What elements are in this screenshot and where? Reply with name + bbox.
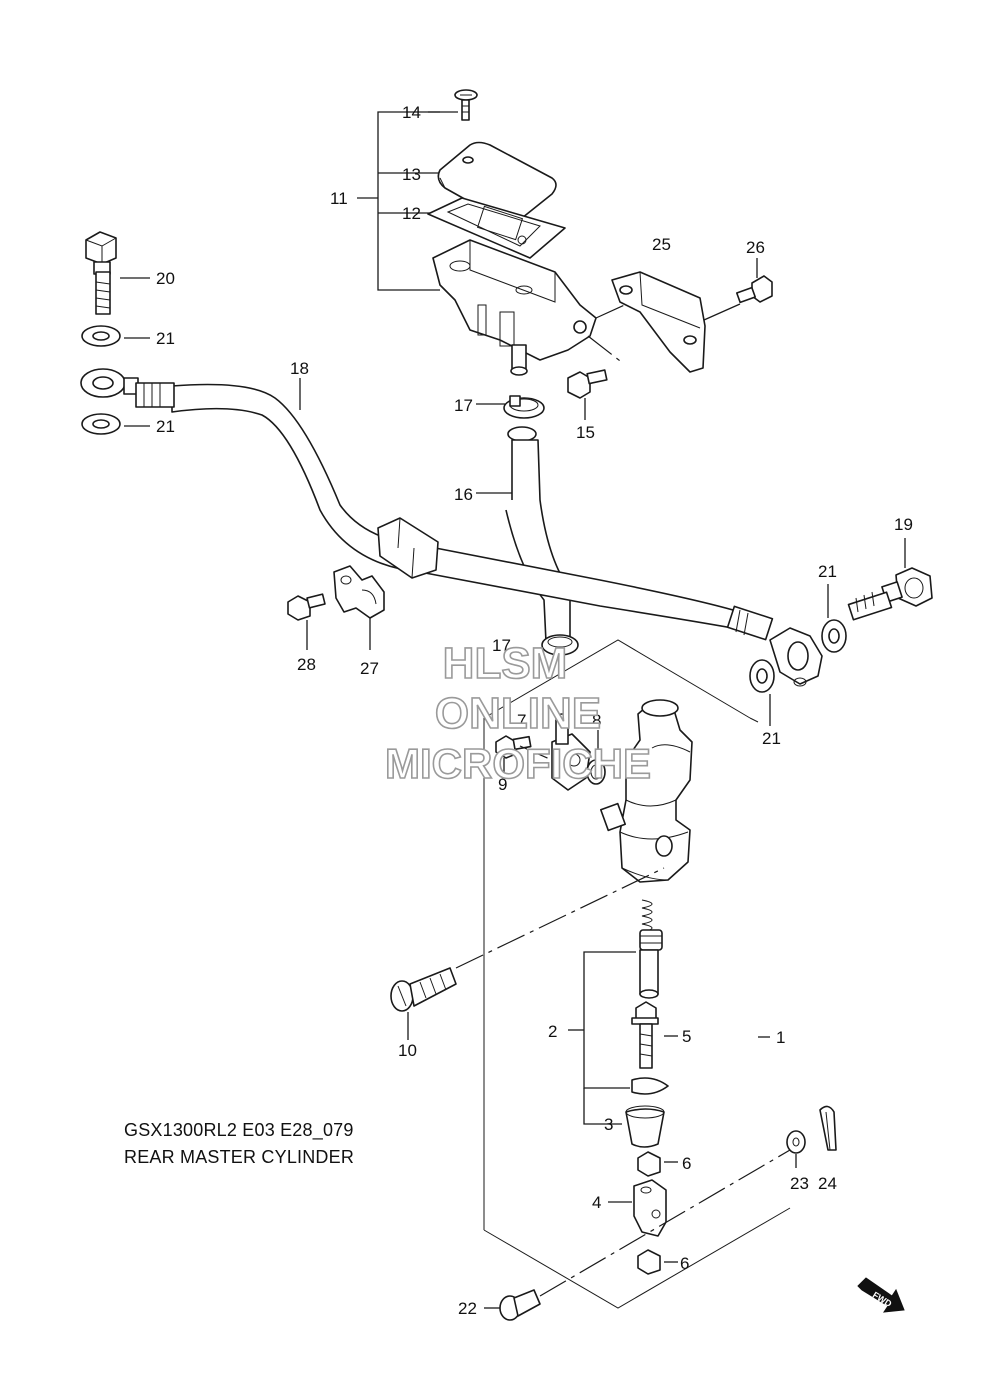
banjo-bolt-lower bbox=[847, 538, 933, 621]
callout-9: 9 bbox=[498, 775, 507, 794]
callout-2: 2 bbox=[548, 1022, 557, 1041]
callout-18: 18 bbox=[290, 359, 309, 378]
callout-16: 16 bbox=[454, 485, 473, 504]
hose-ring bbox=[507, 426, 537, 442]
callout-6-lower: 6 bbox=[680, 1254, 689, 1273]
reservoir-body bbox=[432, 239, 641, 376]
callout-10: 10 bbox=[398, 1041, 417, 1060]
caption-title: REAR MASTER CYLINDER bbox=[124, 1147, 354, 1167]
hose-clamp-bottom bbox=[541, 634, 579, 656]
clamp-bolt bbox=[287, 593, 326, 650]
reservoir-cap-screw bbox=[454, 89, 478, 121]
reservoir-diaphragm bbox=[427, 197, 566, 259]
callout-17-upper: 17 bbox=[454, 396, 473, 415]
bracket-bolt bbox=[735, 258, 773, 304]
callout-labels: 1 2 3 4 5 6 6 7 8 9 10 11 12 13 14 15 16… bbox=[156, 103, 913, 1318]
watermark-line-3: MICROFICHE bbox=[385, 740, 651, 787]
washer-lower-1 bbox=[821, 584, 847, 653]
reservoir-hose bbox=[476, 439, 571, 643]
callout-5: 5 bbox=[682, 1027, 691, 1046]
watermark-line-2: ONLINE bbox=[435, 689, 601, 738]
circlip bbox=[631, 1077, 669, 1095]
callout-1: 1 bbox=[776, 1028, 785, 1047]
callout-25: 25 bbox=[652, 235, 671, 254]
callout-7: 7 bbox=[517, 711, 526, 730]
callout-24: 24 bbox=[818, 1174, 837, 1193]
hose-union bbox=[519, 713, 591, 791]
watermark: HLSM ONLINE MICROFICHE bbox=[384, 638, 652, 788]
callout-27: 27 bbox=[360, 659, 379, 678]
piston-set-bracket bbox=[568, 951, 636, 1125]
piston-spring bbox=[639, 899, 663, 951]
hose-clamp-bracket bbox=[333, 565, 385, 650]
callout-17-lower: 17 bbox=[492, 636, 511, 655]
reservoir-group-bracket bbox=[357, 111, 458, 291]
cotter-pin bbox=[819, 1105, 837, 1151]
diagram-caption: GSX1300RL2 E03 E28_079 REAR MASTER CYLIN… bbox=[124, 1120, 354, 1167]
dust-boot bbox=[625, 1105, 665, 1148]
washer-upper-1 bbox=[81, 325, 150, 347]
nut-upper bbox=[637, 1151, 678, 1177]
brake-hose bbox=[171, 378, 745, 631]
callout-21-a: 21 bbox=[156, 329, 175, 348]
washer-lower-2 bbox=[749, 659, 775, 726]
callout-6-upper: 6 bbox=[682, 1154, 691, 1173]
reservoir-cap bbox=[437, 141, 557, 223]
clevis bbox=[608, 1179, 667, 1237]
callout-21-c: 21 bbox=[818, 562, 837, 581]
watermark-line-1: HLSM bbox=[443, 639, 568, 688]
callout-13: 13 bbox=[402, 165, 421, 184]
callout-28: 28 bbox=[297, 655, 316, 674]
callout-15: 15 bbox=[576, 423, 595, 442]
union-bolt bbox=[495, 735, 532, 772]
callout-14: 14 bbox=[402, 103, 421, 122]
washer-upper-2 bbox=[81, 413, 150, 435]
callout-22: 22 bbox=[458, 1299, 477, 1318]
hose-guide bbox=[377, 517, 439, 579]
callout-11: 11 bbox=[330, 189, 348, 208]
master-cylinder-frame bbox=[483, 639, 791, 1309]
reservoir-bolt bbox=[567, 369, 608, 420]
callout-19: 19 bbox=[894, 515, 913, 534]
piston bbox=[639, 949, 659, 999]
callout-26: 26 bbox=[746, 238, 765, 257]
banjo-fitting-right bbox=[726, 605, 823, 687]
callout-23: 23 bbox=[790, 1174, 809, 1193]
callout-8: 8 bbox=[592, 711, 601, 730]
banjo-bolt-upper bbox=[85, 231, 150, 315]
banjo-fitting-left bbox=[80, 368, 175, 408]
hose-clamp-top bbox=[476, 395, 545, 419]
callout-21-b: 21 bbox=[156, 417, 175, 436]
mounting-screw bbox=[390, 867, 665, 1040]
callout-20: 20 bbox=[156, 269, 175, 288]
callout-21-d: 21 bbox=[762, 729, 781, 748]
o-ring bbox=[586, 730, 606, 785]
mounting-bracket bbox=[611, 271, 741, 373]
callout-12: 12 bbox=[402, 204, 421, 223]
master-cylinder-body bbox=[599, 699, 770, 1038]
clevis-pin bbox=[484, 1149, 791, 1321]
nut-lower bbox=[637, 1249, 678, 1275]
push-rod bbox=[631, 1001, 678, 1069]
washer-clevis bbox=[786, 1130, 806, 1168]
callout-3: 3 bbox=[604, 1115, 613, 1134]
callout-4: 4 bbox=[592, 1193, 601, 1212]
caption-model: GSX1300RL2 E03 E28_079 bbox=[124, 1120, 354, 1141]
fwd-arrow-icon: FWD bbox=[857, 1277, 905, 1313]
